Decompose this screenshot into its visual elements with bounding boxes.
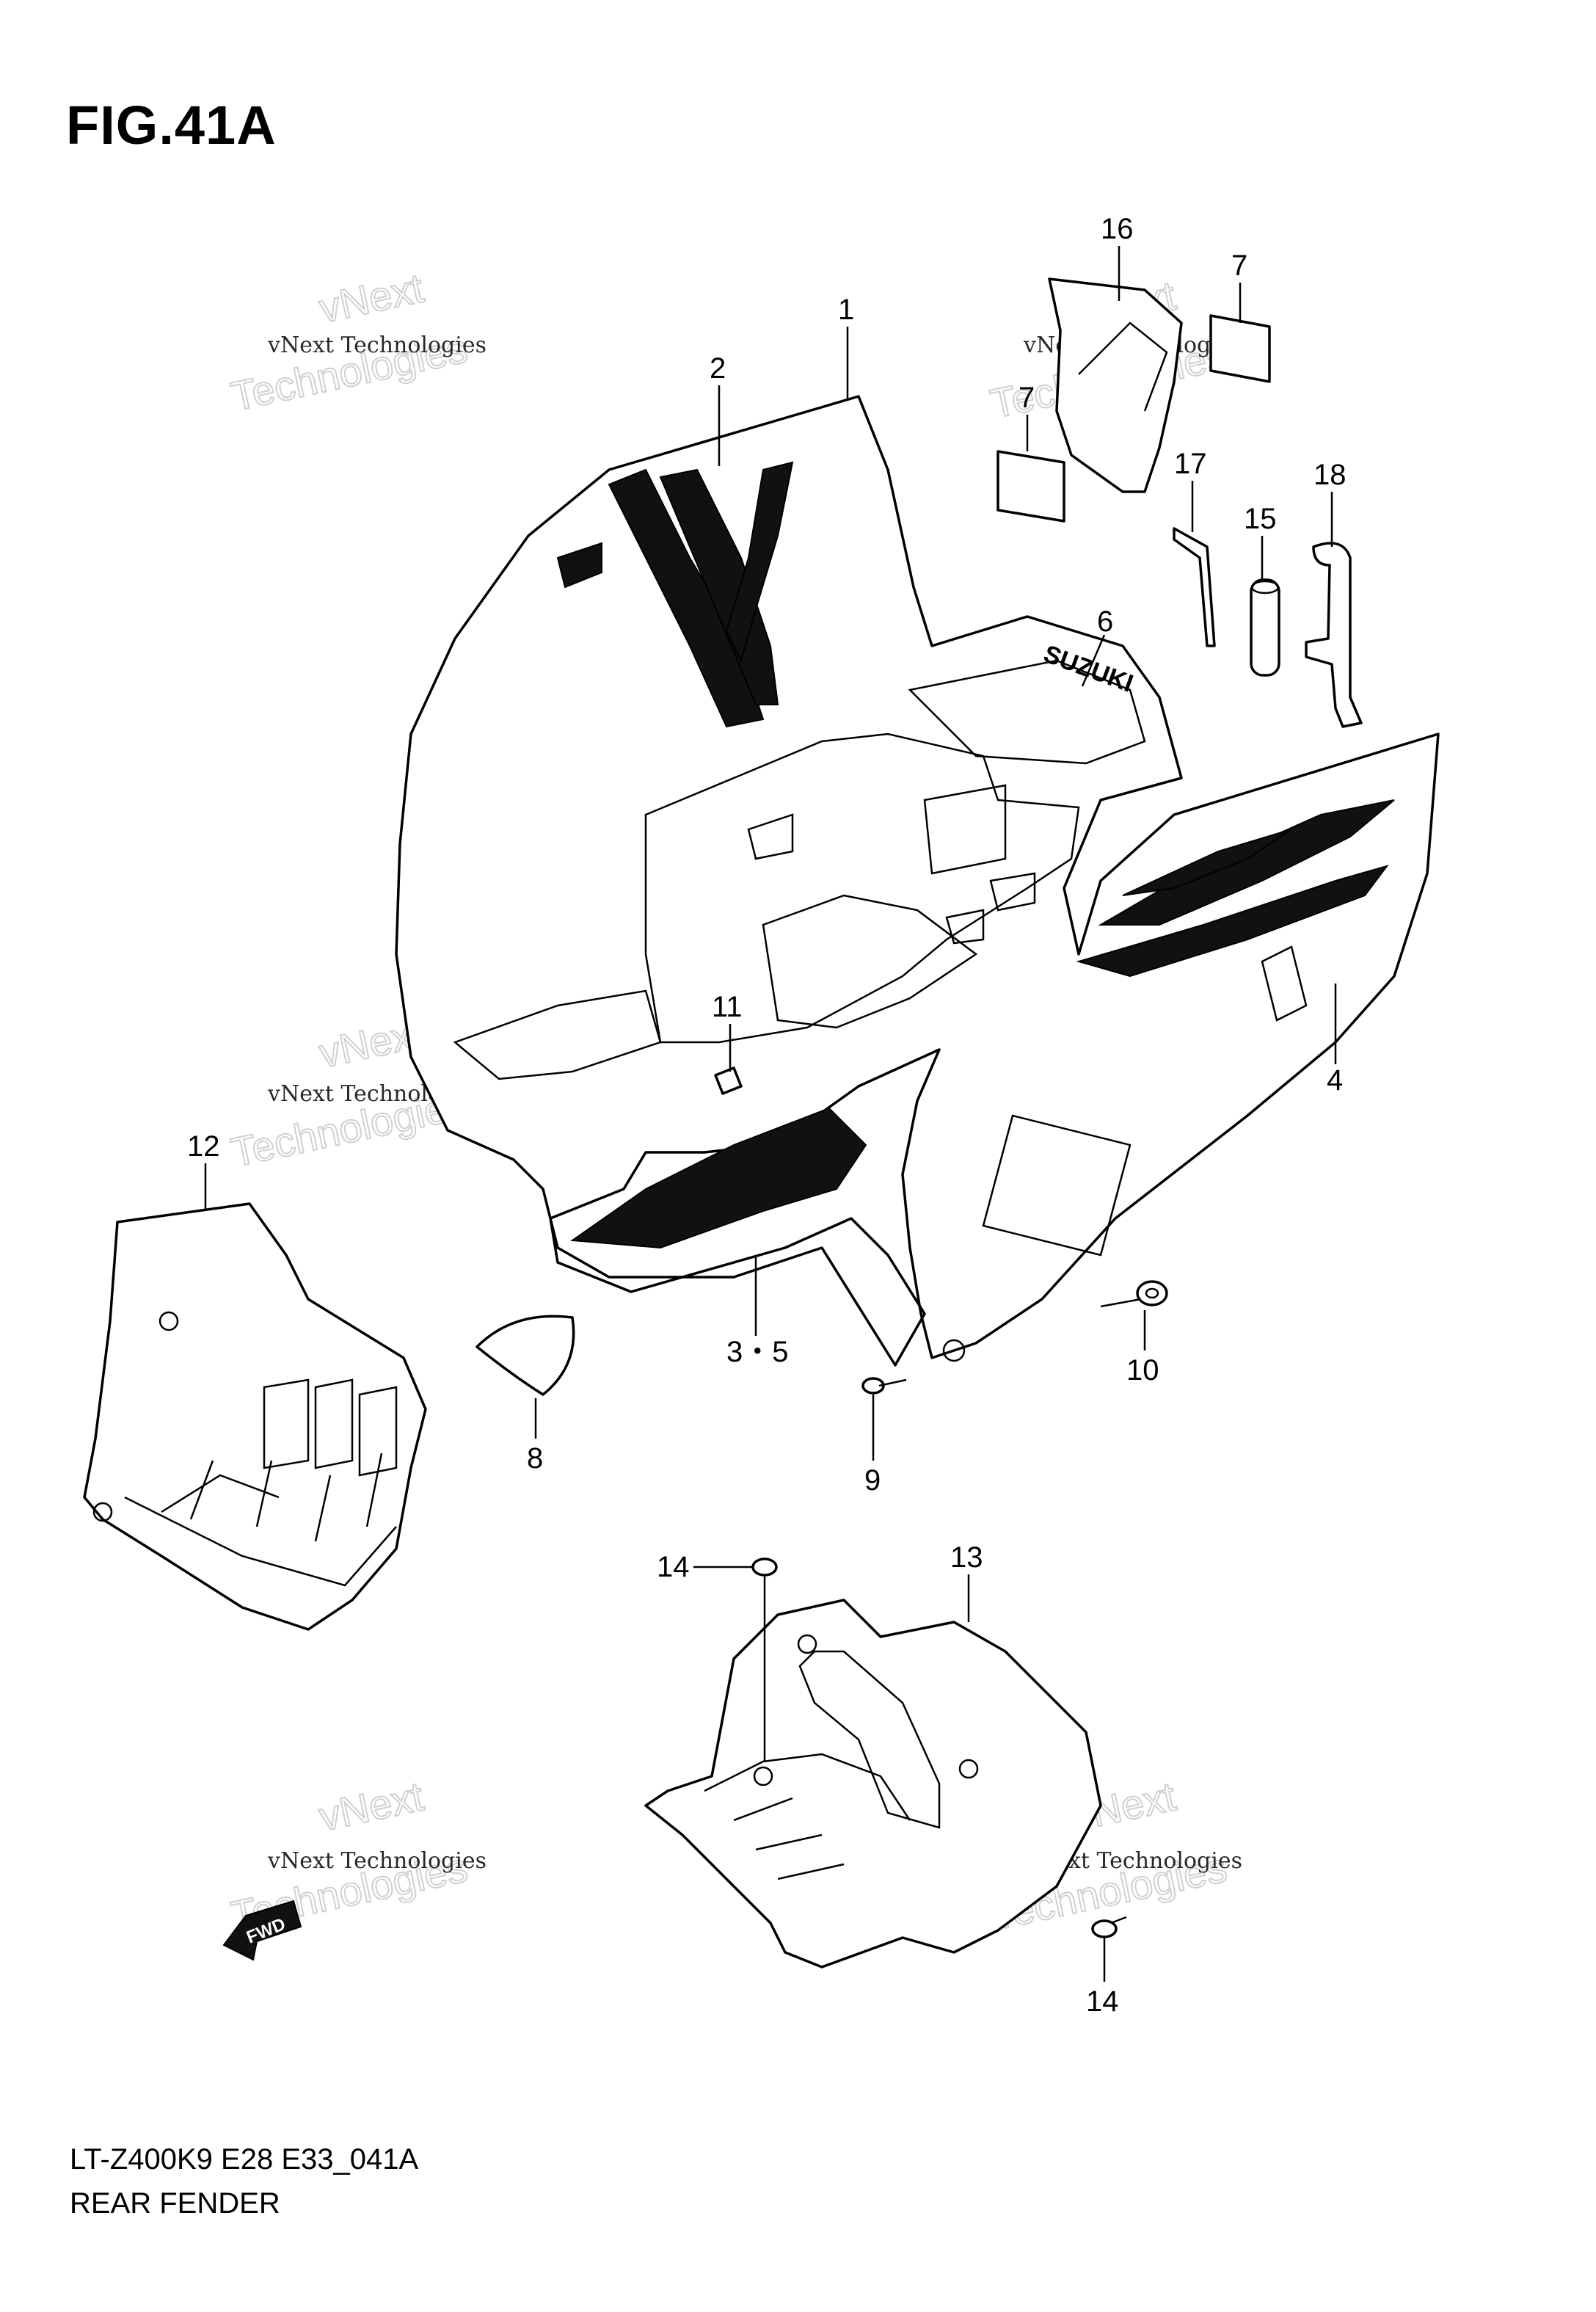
callout-1: 1: [838, 294, 854, 326]
mud-flap-part-12: [83, 1202, 427, 1631]
pad-part-7-top: [1209, 314, 1271, 383]
model-code: LT-Z400K9 E28 E33_041A: [70, 2143, 419, 2175]
screw-part-14-top: [751, 1557, 778, 1594]
callout-6: 6: [1097, 606, 1113, 638]
grommet-part-10: [1136, 1280, 1168, 1306]
callout-18: 18: [1313, 459, 1347, 491]
callout-16: 16: [1101, 213, 1134, 245]
figure-title: FIG.41A: [66, 95, 277, 156]
section-name: REAR FENDER: [70, 2187, 280, 2220]
callout-labels: 1 2 3・5 4 6 7 7 8 9 10 11 12 13 14 14 15…: [187, 213, 1347, 2018]
watermark-big-top: vNext: [315, 1773, 428, 1839]
spanner-part-18: [1305, 542, 1363, 728]
watermark-line: vNext Technologies: [267, 1848, 487, 1874]
callout-13: 13: [950, 1541, 983, 1574]
watermark-big-top: vNext: [315, 264, 428, 331]
leader-lines: [204, 246, 1337, 1982]
screw-part-14-bottom: [1091, 1916, 1127, 1938]
clip-part-11: [714, 1066, 743, 1095]
callout-2: 2: [710, 352, 726, 385]
callout-14-bottom: 14: [1086, 1985, 1119, 2018]
callout-9: 9: [864, 1464, 881, 1497]
pad-part-8: [475, 1315, 575, 1396]
callout-7-top: 7: [1231, 250, 1247, 282]
callout-8: 8: [527, 1442, 543, 1475]
hex-key-part-17: [1173, 527, 1216, 647]
callout-14-top: 14: [657, 1551, 690, 1583]
callout-10: 10: [1126, 1354, 1159, 1386]
pad-part-7-mid: [996, 450, 1065, 523]
cover-part-16: [1048, 277, 1183, 493]
callout-3-5: 3・5: [726, 1336, 789, 1368]
callout-7-mid: 7: [1019, 382, 1035, 414]
mud-flap-part-13: [644, 1599, 1102, 1969]
screw-part-9: [861, 1377, 907, 1395]
callout-17: 17: [1174, 448, 1207, 480]
watermark-line: vNext Technologies: [267, 332, 487, 358]
tool-roll-part-15: [1250, 578, 1280, 677]
rear-fender-part-1: SUZUKI: [395, 395, 1440, 1367]
watermark-top-left: vNext Technologies vNext Technologies: [226, 263, 487, 420]
callout-15: 15: [1244, 503, 1277, 535]
callout-4: 4: [1327, 1064, 1343, 1097]
callout-11: 11: [712, 991, 743, 1023]
callout-12: 12: [187, 1130, 220, 1163]
